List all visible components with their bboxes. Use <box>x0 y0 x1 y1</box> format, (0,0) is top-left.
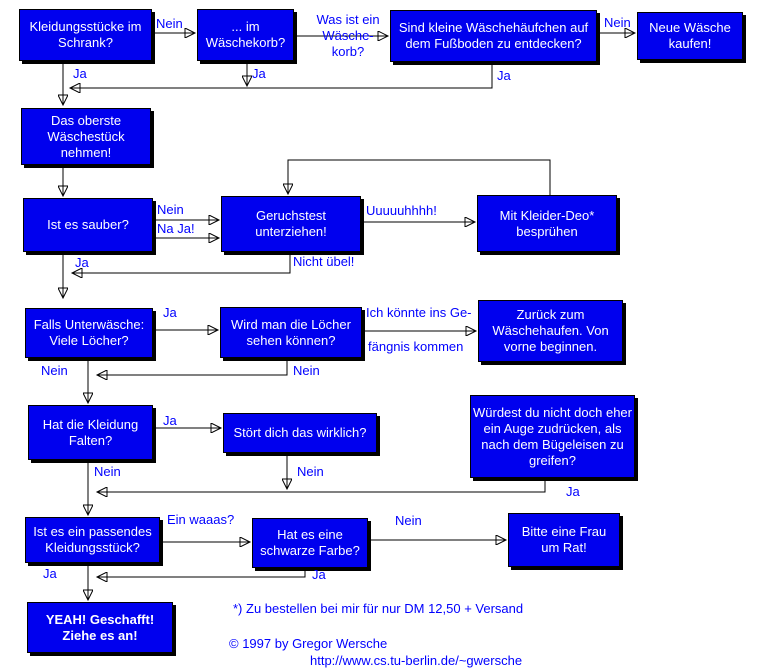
node-geruchstest: Geruchstest unterziehen! <box>221 196 361 252</box>
node-schrank: Kleidungsstücke im Schrank? <box>19 9 152 61</box>
edge-label-uuuu: Uuuuuhhhh! <box>366 203 437 218</box>
node-schwarze-farbe: Hat es eine schwarze Farbe? <box>252 518 368 568</box>
edge-label-ja-loecher: Ja <box>163 305 177 320</box>
edge-label-ja-korb: Ja <box>252 66 266 81</box>
node-yeah: YEAH! Geschafft! Ziehe es an! <box>27 602 173 653</box>
node-wuerdest: Würdest du nicht doch eher ein Auge zudr… <box>470 395 635 478</box>
edge-label-ja-haeufchen: Ja <box>497 68 511 83</box>
edge-label-ja-schrank: Ja <box>73 66 87 81</box>
node-neue-waesche: Neue Wäsche kaufen! <box>637 12 743 60</box>
footer-note: *) Zu bestellen bei mir für nur DM 12,50… <box>233 601 524 616</box>
edge-label-nicht-uebel: Nicht übel! <box>293 254 355 269</box>
node-sauber: Ist es sauber? <box>23 198 153 252</box>
edge-label-nein-haeufchen: Nein <box>604 15 631 30</box>
edge-label-nein-stoert: Nein <box>297 464 324 479</box>
edge-label-ja-falten: Ja <box>163 413 177 428</box>
edge-label-nein-loecher: Nein <box>293 363 320 378</box>
edge-label-nein-unterwaesche: Nein <box>41 363 68 378</box>
edge-label-ein-waaas: Ein waaas? <box>167 512 235 527</box>
edge-wuerdest-ja <box>97 477 546 492</box>
edge-label-ja-sauber: Ja <box>75 255 89 270</box>
edge-label-na-ja: Na Ja! <box>157 221 195 236</box>
edge-label-nein-schwarz: Nein <box>395 513 422 528</box>
node-unterwaesche: Falls Unterwäsche: Viele Löcher? <box>25 308 153 358</box>
footer-url: http://www.cs.tu-berlin.de/~gwersche <box>310 653 523 668</box>
edge-deo-loop <box>288 159 551 195</box>
node-waeschehaeufchen: Sind kleine Wäschehäufchen auf dem Fußbo… <box>390 10 597 62</box>
node-zurueck: Zurück zum Wäschehaufen. Von vorne begin… <box>478 300 623 362</box>
footer-copyright: © 1997 by Gregor Wersche <box>229 636 388 651</box>
node-falten: Hat die Kleidung Falten? <box>28 405 153 460</box>
node-frau-rat: Bitte eine Frau um Rat! <box>508 513 620 567</box>
edge-label-was-ist: Was ist ein Wäsche- korb? <box>316 12 380 59</box>
node-oberste: Das oberste Wäschestück nehmen! <box>21 108 151 165</box>
edge-label-nein-falten: Nein <box>94 464 121 479</box>
edge-haeufchen-ja <box>70 62 493 88</box>
node-loecher-sehen: Wird man die Löcher sehen können? <box>220 307 362 358</box>
edge-loecher-nein <box>97 358 288 375</box>
node-stoert: Stört dich das wirklich? <box>223 413 377 453</box>
edge-label-nein-schrank: Nein <box>156 16 183 31</box>
node-waeschekorb: ... im Wäschekorb? <box>197 9 294 61</box>
node-passendes: Ist es ein passendes Kleidungsstück? <box>25 517 160 563</box>
edge-label-gefaengnis-2: fängnis kommen <box>368 339 464 354</box>
edge-label-ja-wuerdest: Ja <box>566 484 580 499</box>
edge-nicht-uebel <box>72 252 291 273</box>
node-kleider-deo: Mit Kleider-Deo* besprühen <box>477 195 617 252</box>
edge-label-nein-sauber: Nein <box>157 202 184 217</box>
edge-label-gefaengnis-1: Ich könnte ins Ge- <box>366 305 472 320</box>
edge-label-ja-passend: Ja <box>43 566 57 581</box>
edge-label-ja-schwarz: Ja <box>312 567 326 582</box>
edge-schwarz-ja <box>97 568 306 577</box>
